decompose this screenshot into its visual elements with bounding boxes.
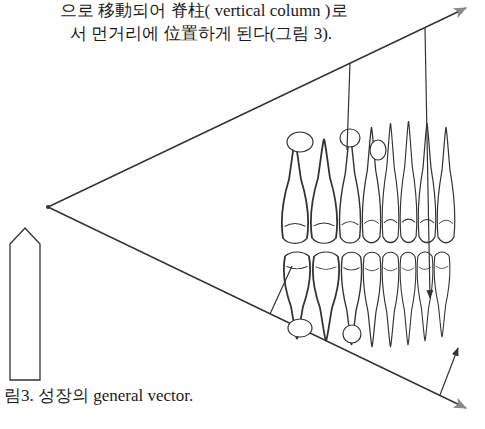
growth-arrow [440,348,458,395]
body-text-line: 서 먼거리에 位置하게 된다(그림 3). [68,24,334,44]
figure-caption: 림3. 성장의 general vector. [2,386,195,406]
growth-arrow [425,28,430,298]
origin-point [46,205,50,209]
vertical-column [10,228,40,380]
lower-teeth [284,252,450,347]
leader-line [347,63,350,150]
body-text-line: 으로 移動되어 脊柱( vertical column )로 [58,1,350,21]
leader-line [270,266,292,314]
